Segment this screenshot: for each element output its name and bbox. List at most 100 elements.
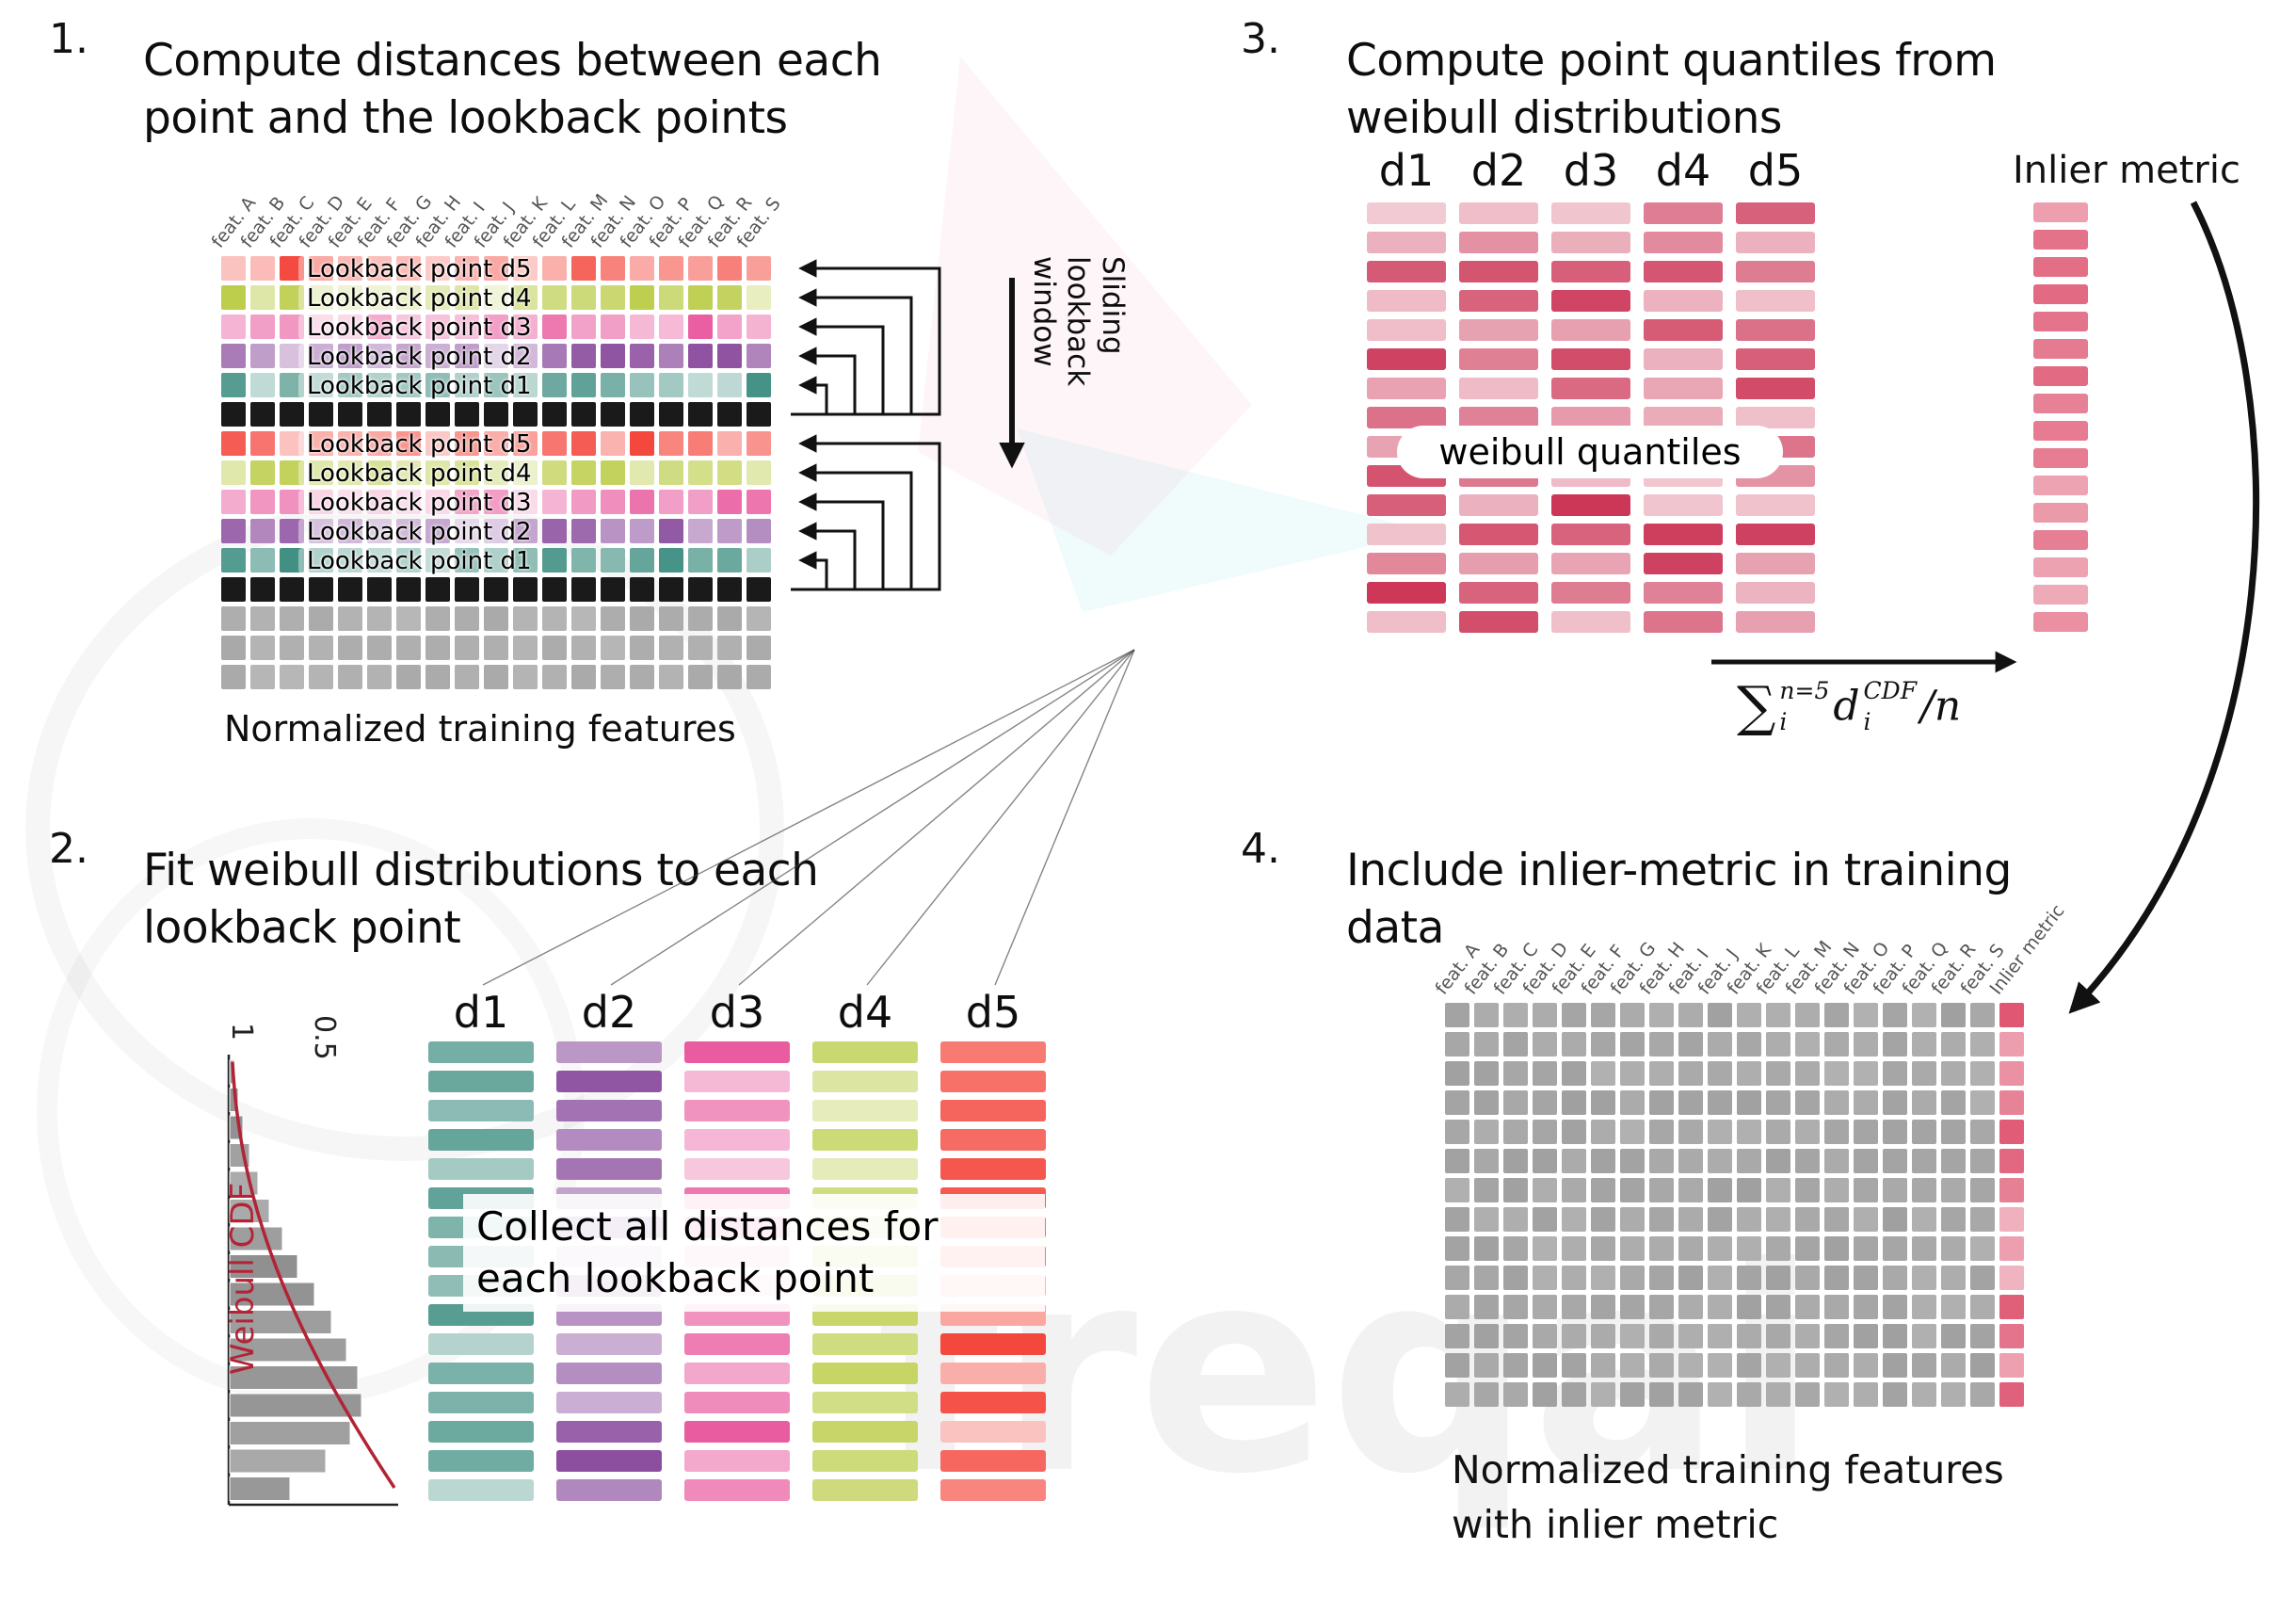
feature-cell xyxy=(1562,1003,1586,1027)
feature-cell xyxy=(280,606,304,631)
quantile-bar xyxy=(1551,582,1630,604)
feature-cell xyxy=(630,315,654,339)
feature-cell xyxy=(396,577,421,602)
feature-cell xyxy=(747,256,771,281)
feature-cell xyxy=(455,577,479,602)
feature-cell xyxy=(367,606,392,631)
feature-cell xyxy=(1562,1149,1586,1173)
quantile-bar xyxy=(1551,202,1630,224)
step3-title-line2: weibull distributions xyxy=(1346,92,1782,144)
feature-cell xyxy=(1854,1382,1878,1407)
feature-cell xyxy=(1562,1032,1586,1057)
feature-cell xyxy=(1620,1090,1645,1115)
feature-cell xyxy=(717,402,742,427)
feature-cell xyxy=(630,256,654,281)
feature-cell xyxy=(1678,1178,1703,1202)
quantile-bar xyxy=(1551,524,1630,545)
feature-cell xyxy=(1883,1324,1907,1348)
feature-cell xyxy=(338,373,362,397)
feature-cell xyxy=(717,548,742,573)
feature-cell xyxy=(659,431,683,456)
feature-cell xyxy=(542,402,567,427)
feature-cell xyxy=(484,606,508,631)
step4-caption-line1: Normalized training features xyxy=(1452,1447,2004,1492)
feature-cell xyxy=(1533,1120,1557,1144)
feature-cell xyxy=(1474,1353,1499,1378)
tick-label-05: 0.5 xyxy=(308,1015,341,1060)
feature-cell xyxy=(396,431,421,456)
feature-cell xyxy=(513,344,538,368)
step3-col-label-d3: d3 xyxy=(1563,145,1619,196)
inlier-metric-bar xyxy=(2033,421,2088,441)
feature-cell xyxy=(1912,1032,1936,1057)
distance-bar xyxy=(684,1100,790,1121)
feature-cell xyxy=(484,460,508,485)
feature-cell xyxy=(1766,1207,1790,1232)
distance-bar xyxy=(812,1333,918,1355)
feature-cell xyxy=(250,344,275,368)
feature-cell xyxy=(280,460,304,485)
feature-cell xyxy=(280,256,304,281)
feature-cell xyxy=(542,519,567,543)
feature-cell xyxy=(1562,1353,1586,1378)
feature-cell xyxy=(309,315,333,339)
quantile-bar xyxy=(1459,378,1538,399)
feature-cell xyxy=(396,460,421,485)
step2-col-label-d2: d2 xyxy=(581,987,637,1038)
feature-cell xyxy=(1970,1120,1995,1144)
feature-cell xyxy=(1591,1061,1615,1086)
feature-cell xyxy=(396,285,421,310)
feature-cell xyxy=(425,606,450,631)
quantile-bar xyxy=(1736,494,1815,516)
feature-cell xyxy=(1824,1236,1849,1261)
distance-bar xyxy=(684,1333,790,1355)
feature-cell xyxy=(1474,1149,1499,1173)
feature-cell xyxy=(1854,1090,1878,1115)
feature-cell xyxy=(221,548,246,573)
feature-cell xyxy=(747,373,771,397)
collect-distances-overlay: Collect all distances for each lookback … xyxy=(463,1194,1045,1313)
feature-cell xyxy=(221,315,246,339)
feature-cell xyxy=(1854,1003,1878,1027)
feature-cell xyxy=(280,548,304,573)
feature-cell xyxy=(250,256,275,281)
step2-title: Fit weibull distributions to each lookba… xyxy=(143,842,819,957)
feature-cell xyxy=(513,606,538,631)
lookback-arrow-g1-d3 xyxy=(791,317,885,416)
feature-cell xyxy=(1503,1120,1528,1144)
quantile-bar xyxy=(1736,407,1815,428)
weibull-quantiles-overlay: weibull quantiles xyxy=(1397,426,1783,478)
feature-cell xyxy=(1737,1003,1761,1027)
quantile-bar xyxy=(1367,290,1446,312)
histogram-bars xyxy=(229,1059,362,1501)
quantile-bar xyxy=(1644,407,1723,428)
feature-cell xyxy=(280,665,304,689)
feature-cell xyxy=(221,636,246,660)
feature-cell xyxy=(1883,1295,1907,1319)
feature-cell xyxy=(601,431,625,456)
formula-variable: d xyxy=(1833,682,1860,731)
inlier-metric-bar xyxy=(2033,557,2088,577)
feature-cell xyxy=(1678,1324,1703,1348)
distance-bar xyxy=(556,1129,662,1151)
lookback-arrow-g2-d4 xyxy=(791,463,913,591)
quantile-bar xyxy=(1459,611,1538,633)
feature-cell xyxy=(747,431,771,456)
lookback-arrow-g2-d3 xyxy=(791,492,885,591)
feature-cell xyxy=(1503,1149,1528,1173)
feature-cell xyxy=(601,519,625,543)
feature-cell xyxy=(513,285,538,310)
quantile-bar xyxy=(1736,290,1815,312)
quantile-bar xyxy=(1736,261,1815,282)
feature-cell xyxy=(250,636,275,660)
feature-cell xyxy=(1970,1003,1995,1027)
feature-cell xyxy=(1824,1090,1849,1115)
feature-cell xyxy=(1824,1295,1849,1319)
distance-bar xyxy=(428,1363,534,1384)
step3-col-label-d5: d5 xyxy=(1747,145,1804,196)
feature-cell xyxy=(367,285,392,310)
quantile-bar xyxy=(1367,524,1446,545)
feature-cell xyxy=(1737,1149,1761,1173)
feature-cell xyxy=(1824,1324,1849,1348)
